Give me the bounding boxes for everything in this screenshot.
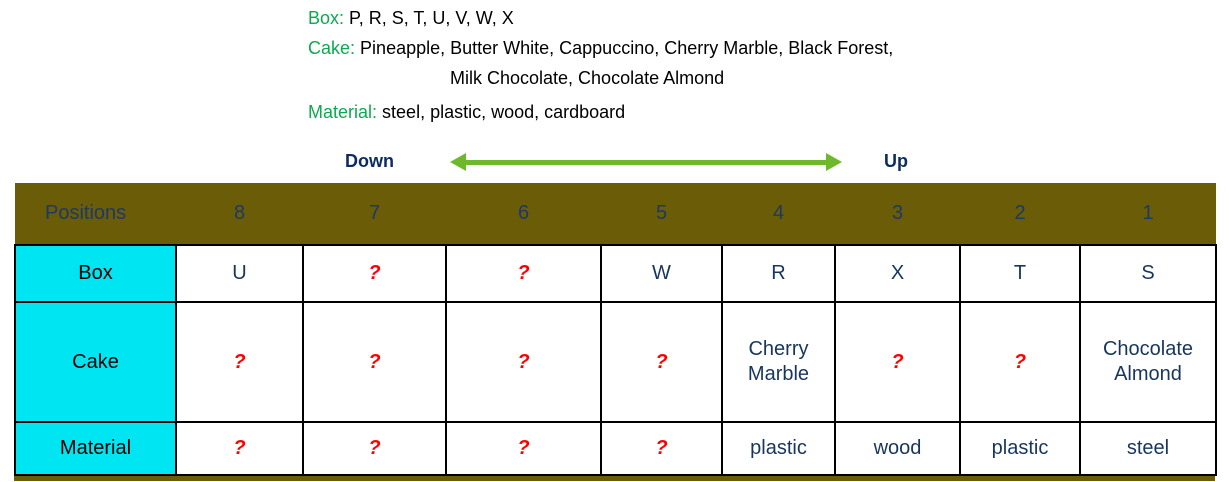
box-cell-pos3: X <box>834 244 961 303</box>
up-direction-arrow-icon <box>727 153 842 171</box>
cake-cell-pos3: ? <box>834 301 961 423</box>
box-row: Box U ? ? W R X T S <box>14 244 1217 303</box>
legend-cake-values-line2: Milk Chocolate, Chocolate Almond <box>450 68 725 88</box>
legend-material-values: steel, plastic, wood, cardboard <box>382 102 626 122</box>
arrow-left-shaft <box>463 160 745 165</box>
legend-cake-label: Cake: <box>308 38 356 58</box>
legend-box-values: P, R, S, T, U, V, W, X <box>349 8 514 28</box>
position-7-header: 7 <box>303 183 446 245</box>
box-row-label: Box <box>14 244 177 303</box>
positions-header-row: Positions 8 7 6 5 4 3 2 1 <box>15 183 1216 245</box>
legend: Box: P, R, S, T, U, V, W, X Cake: Pineap… <box>308 8 893 132</box>
material-cell-pos6: ? <box>445 421 602 476</box>
cake-cell-pos5: ? <box>600 301 723 423</box>
cake-cell-pos8: ? <box>175 301 304 423</box>
material-cell-pos5: ? <box>600 421 723 476</box>
legend-material-label: Material: <box>308 102 378 122</box>
material-row: Material ? ? ? ? plastic wood plastic st… <box>14 421 1217 476</box>
material-cell-pos1: steel <box>1079 421 1217 476</box>
legend-box-label: Box: <box>308 8 345 28</box>
legend-cake-values-line1: Pineapple, Butter White, Cappuccino, Che… <box>360 38 894 58</box>
position-3-header: 3 <box>835 183 960 245</box>
box-cell-pos2: T <box>959 244 1081 303</box>
down-label: Down <box>345 151 394 171</box>
cake-cell-pos1: Chocolate Almond <box>1079 301 1217 423</box>
position-6-header: 6 <box>446 183 601 245</box>
down-direction-arrow-icon <box>450 153 745 171</box>
arrow-left-head <box>450 153 466 171</box>
cake-cell-pos2: ? <box>959 301 1081 423</box>
cake-cell-pos7: ? <box>302 301 447 423</box>
cake-row: Cake ? ? ? ? Cherry Marble ? ? Chocolate… <box>14 301 1217 423</box>
position-5-header: 5 <box>601 183 722 245</box>
box-cell-pos7: ? <box>302 244 447 303</box>
puzzle-table: Positions 8 7 6 5 4 3 2 1 Box U ? ? W R … <box>14 183 1217 481</box>
arrow-right-shaft <box>727 160 829 165</box>
legend-cake-line: Cake: Pineapple, Butter White, Cappuccin… <box>308 38 893 59</box>
legend-material-line: Material: steel, plastic, wood, cardboar… <box>308 102 893 123</box>
material-cell-pos3: wood <box>834 421 961 476</box>
material-cell-pos2: plastic <box>959 421 1081 476</box>
arrow-right-head <box>826 153 842 171</box>
material-cell-pos7: ? <box>302 421 447 476</box>
legend-cake-line2: Milk Chocolate, Chocolate Almond <box>308 68 893 89</box>
position-8-header: 8 <box>176 183 303 245</box>
box-cell-pos8: U <box>175 244 304 303</box>
position-1-header: 1 <box>1080 183 1216 245</box>
legend-box-line: Box: P, R, S, T, U, V, W, X <box>308 8 893 29</box>
position-4-header: 4 <box>722 183 835 245</box>
box-cell-pos5: W <box>600 244 723 303</box>
material-cell-pos4: plastic <box>721 421 836 476</box>
box-cell-pos1: S <box>1079 244 1217 303</box>
position-2-header: 2 <box>960 183 1080 245</box>
positions-header-label: Positions <box>15 183 176 245</box>
material-cell-pos8: ? <box>175 421 304 476</box>
box-cell-pos6: ? <box>445 244 602 303</box>
box-cell-pos4: R <box>721 244 836 303</box>
cake-row-label: Cake <box>14 301 177 423</box>
cake-cell-pos6: ? <box>445 301 602 423</box>
material-row-label: Material <box>14 421 177 476</box>
up-label: Up <box>884 151 908 171</box>
cake-cell-pos4: Cherry Marble <box>721 301 836 423</box>
